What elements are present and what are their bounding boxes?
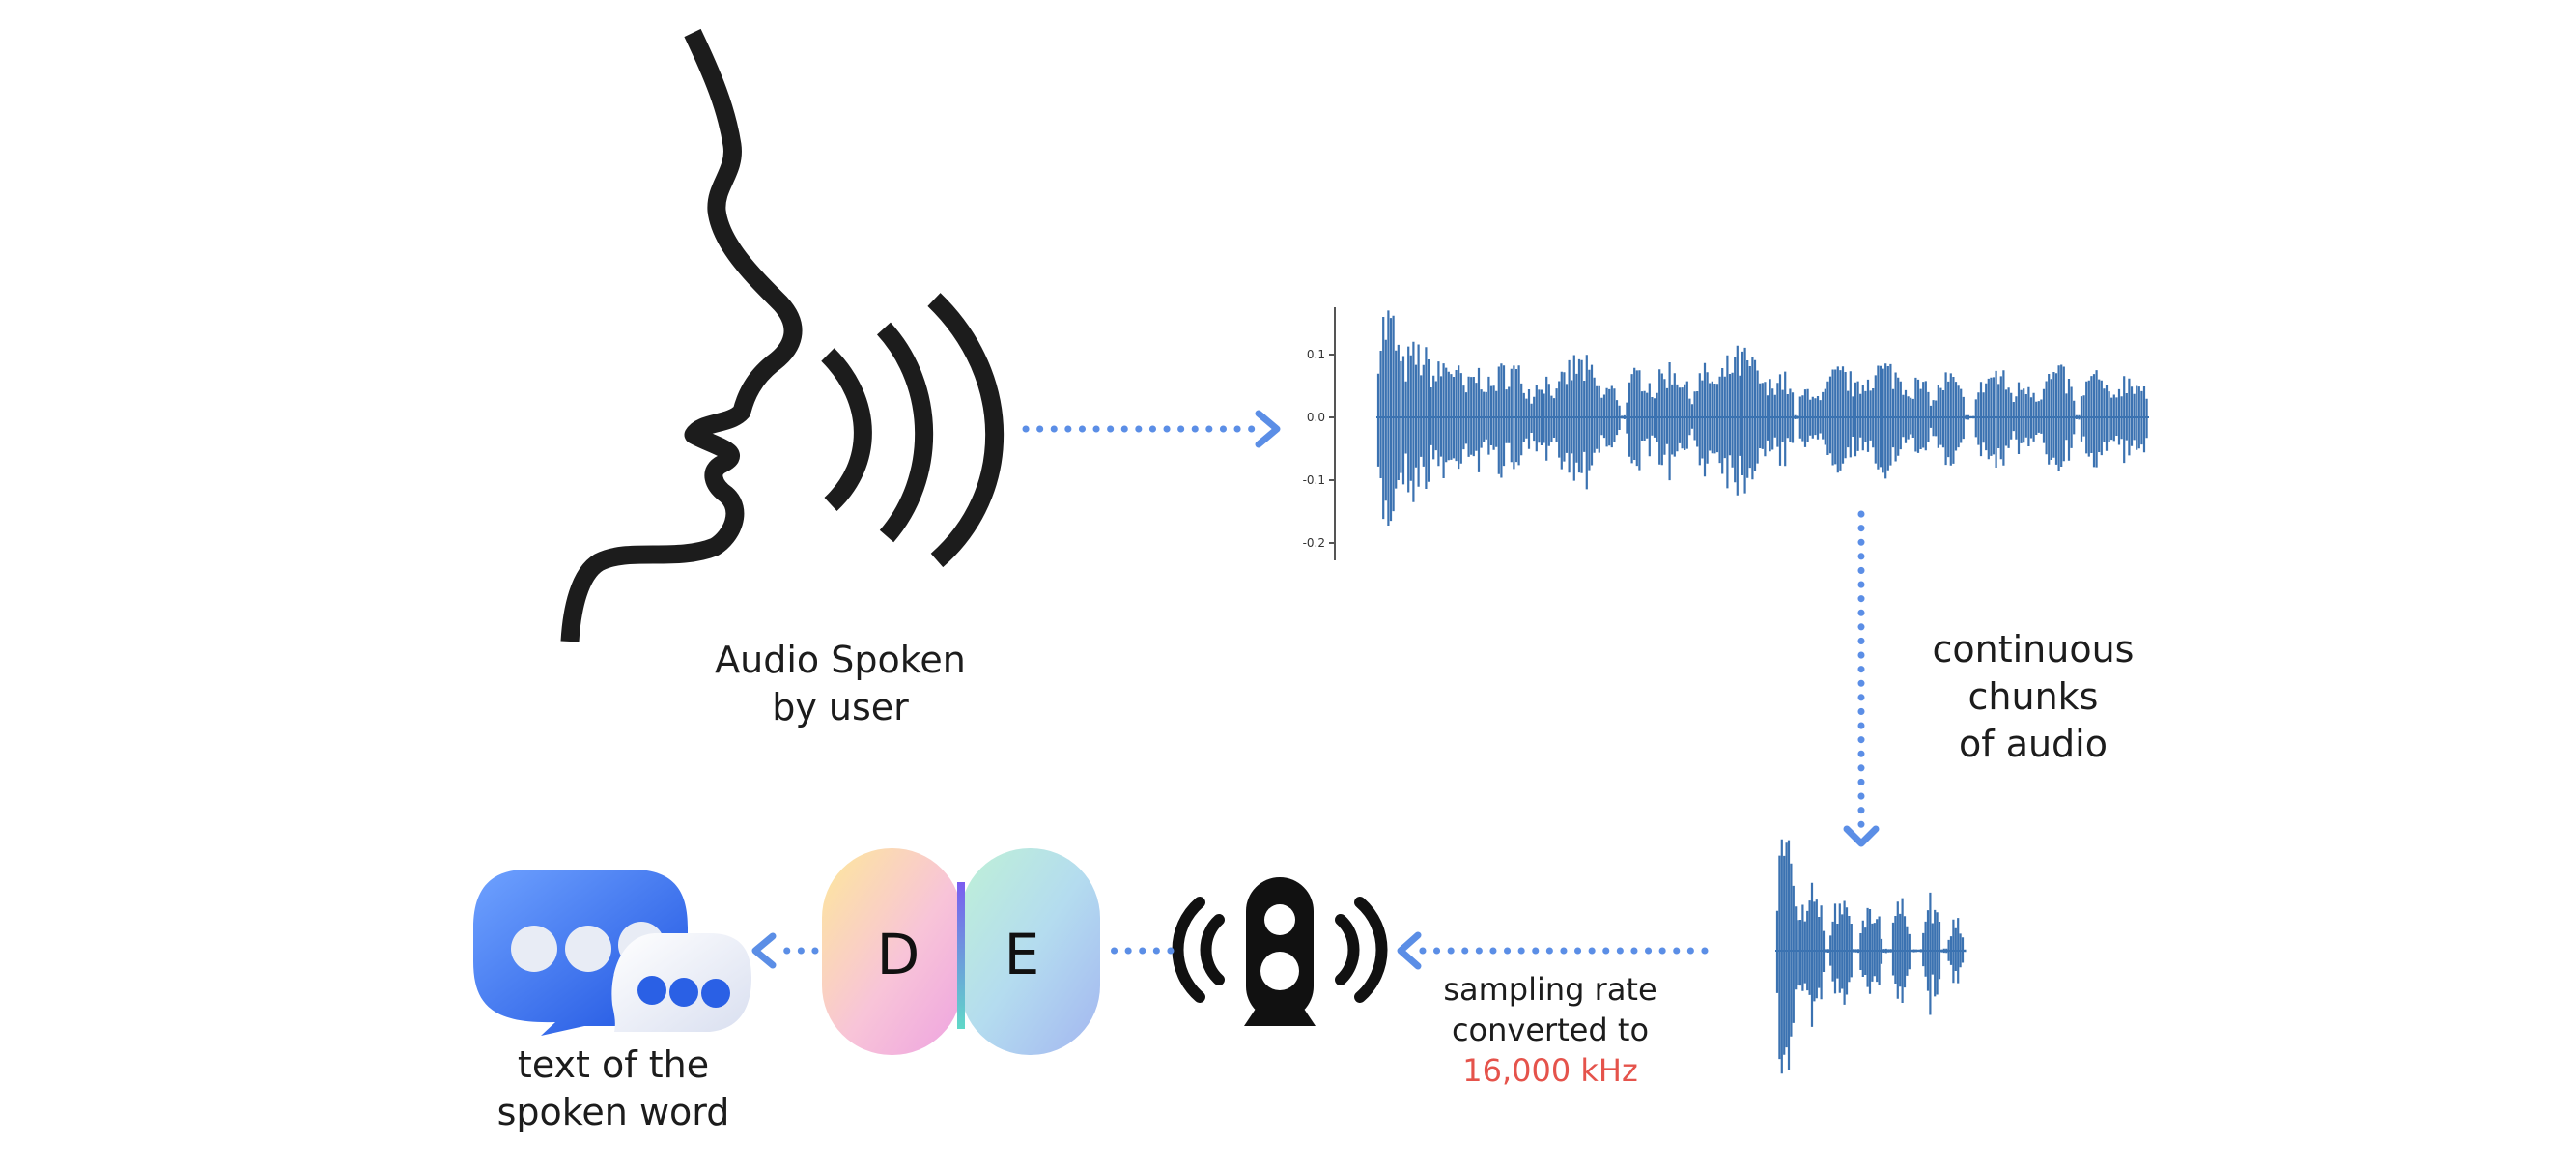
label-continuous-line-2: chunks — [1967, 675, 2099, 718]
speaking-head-icon — [560, 28, 1005, 642]
tick-label-2: -0.1 — [1303, 473, 1325, 487]
tick-label-3: -0.2 — [1303, 536, 1325, 550]
label-audio-spoken-line-2: by user — [772, 686, 909, 728]
label-text-output-line-2: spoken word — [496, 1091, 730, 1133]
label-sampling-rate: sampling rate converted to 16,000 kHz — [1430, 969, 1671, 1091]
label-text-output-line-1: text of the — [517, 1043, 710, 1086]
label-sampling-value: 16,000 kHz — [1462, 1052, 1638, 1089]
decoder-letter: D — [877, 922, 920, 987]
arrow-encoder-to-text — [751, 932, 819, 969]
encoder-decoder-block: D E — [822, 848, 1100, 1055]
label-sampling-line-2: converted to — [1451, 1012, 1650, 1048]
waveform-signal — [1376, 310, 2148, 526]
speaker-icon — [1172, 877, 1388, 1026]
waveform-y-ticks: 0.1 0.0 -0.1 -0.2 — [1303, 348, 1335, 550]
encoder-letter: E — [1005, 922, 1040, 987]
arrow-head-to-waveform — [1022, 410, 1281, 448]
label-sampling-line-1: sampling rate — [1443, 971, 1657, 1008]
label-continuous-line-3: of audio — [1958, 723, 2108, 765]
audio-chunk-signal — [1775, 839, 1967, 1074]
encoder-shape — [960, 848, 1100, 1055]
divider-bar — [957, 882, 965, 1029]
decoder-shape — [822, 848, 962, 1055]
label-text-output: text of the spoken word — [488, 1042, 739, 1136]
waveform-plot: 0.1 0.0 -0.1 -0.2 — [1303, 307, 2149, 560]
label-continuous-line-1: continuous — [1932, 628, 2135, 671]
arrow-waveform-to-chunk — [1843, 510, 1880, 847]
label-audio-spoken-line-1: Audio Spoken — [715, 639, 966, 681]
tick-label-1: 0.0 — [1307, 411, 1325, 424]
arrow-chunk-to-speaker — [1397, 931, 1709, 970]
audio-chunk — [1775, 839, 1967, 1074]
label-continuous-chunks: continuous chunks of audio — [1922, 626, 2144, 768]
chat-bubbles-icon — [473, 870, 751, 1036]
tick-label-0: 0.1 — [1307, 348, 1325, 361]
label-audio-spoken: Audio Spoken by user — [715, 637, 966, 731]
